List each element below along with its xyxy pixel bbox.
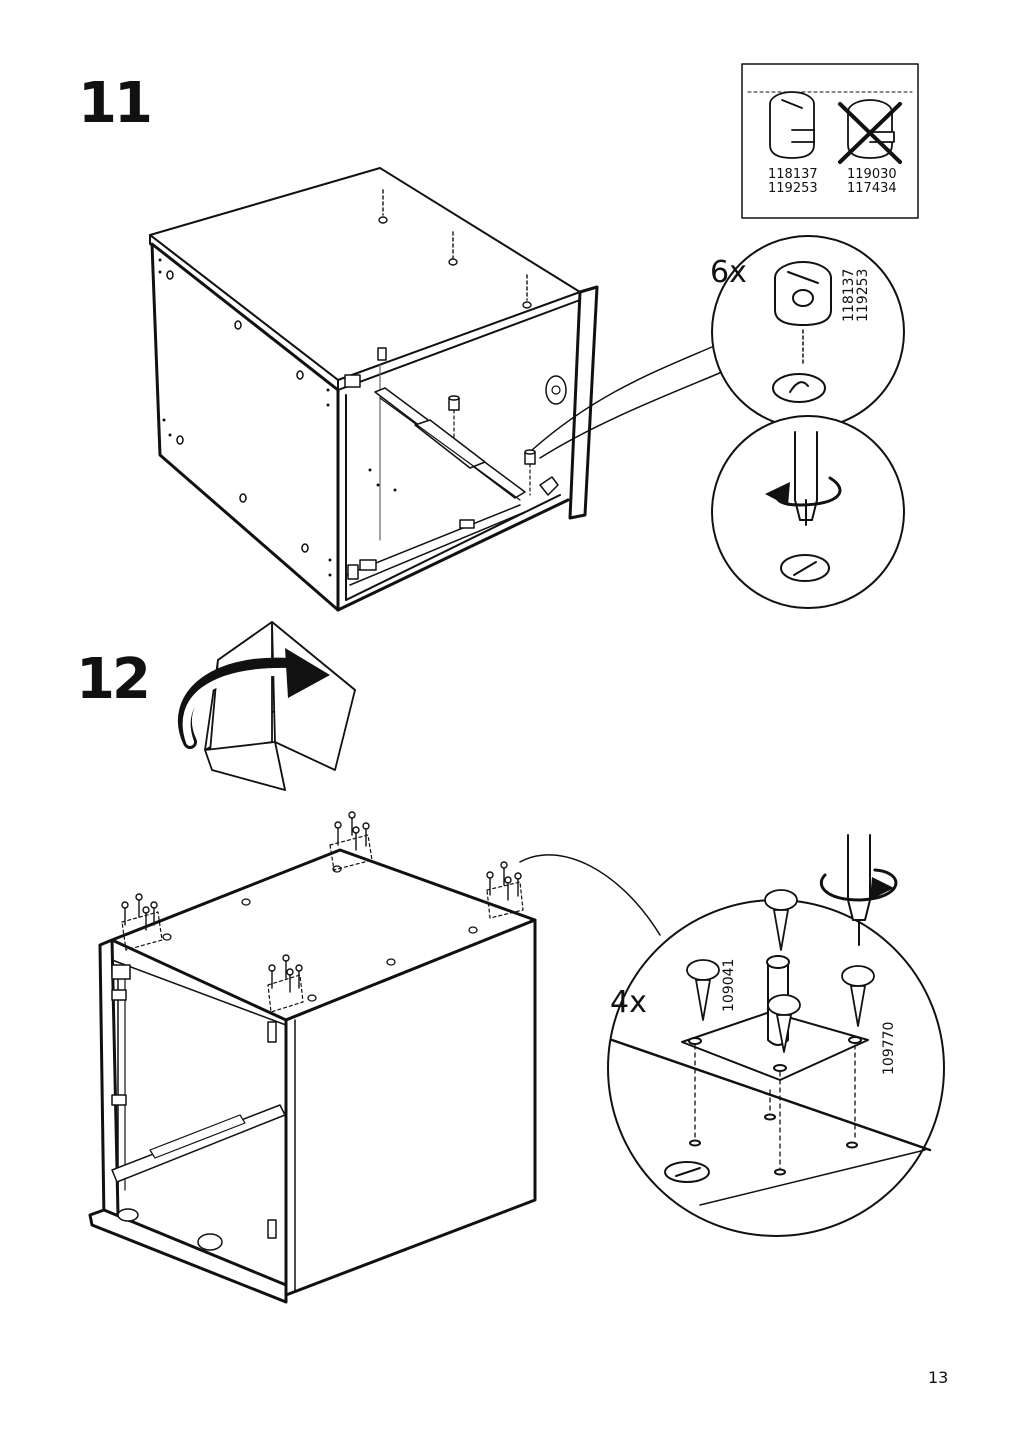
cam-lock-icon bbox=[772, 261, 832, 403]
step-number-11: 11 bbox=[78, 71, 153, 136]
compare-wrong-part-1: 119030 bbox=[847, 167, 897, 182]
part-number-119253: 119253 bbox=[855, 268, 871, 322]
compare-correct-part-1: 118137 bbox=[768, 167, 818, 182]
cross-icon bbox=[838, 102, 902, 164]
compare-correct-part-2: 119253 bbox=[768, 181, 818, 196]
screw-icon bbox=[686, 889, 875, 1053]
cam-correct-icon bbox=[769, 91, 815, 159]
compare-wrong-part-2: 117434 bbox=[847, 181, 897, 196]
foot-part-number: 109770 bbox=[881, 1021, 897, 1075]
flip-cabinet-icon bbox=[204, 621, 356, 791]
cabinet-step11 bbox=[149, 167, 599, 612]
screwdriver-icon bbox=[780, 431, 830, 582]
screw-groups bbox=[121, 811, 522, 993]
quantity-label-11: 6x bbox=[710, 255, 747, 290]
screw-part-number: 109041 bbox=[721, 958, 737, 1012]
page-number: 13 bbox=[928, 1368, 949, 1387]
step-number-12: 12 bbox=[76, 647, 151, 712]
cabinet-step12 bbox=[88, 811, 537, 1304]
rotate-arrow-icon-12 bbox=[819, 868, 898, 902]
part-number-118137: 118137 bbox=[841, 268, 857, 322]
quantity-label-12: 4x bbox=[610, 985, 647, 1020]
